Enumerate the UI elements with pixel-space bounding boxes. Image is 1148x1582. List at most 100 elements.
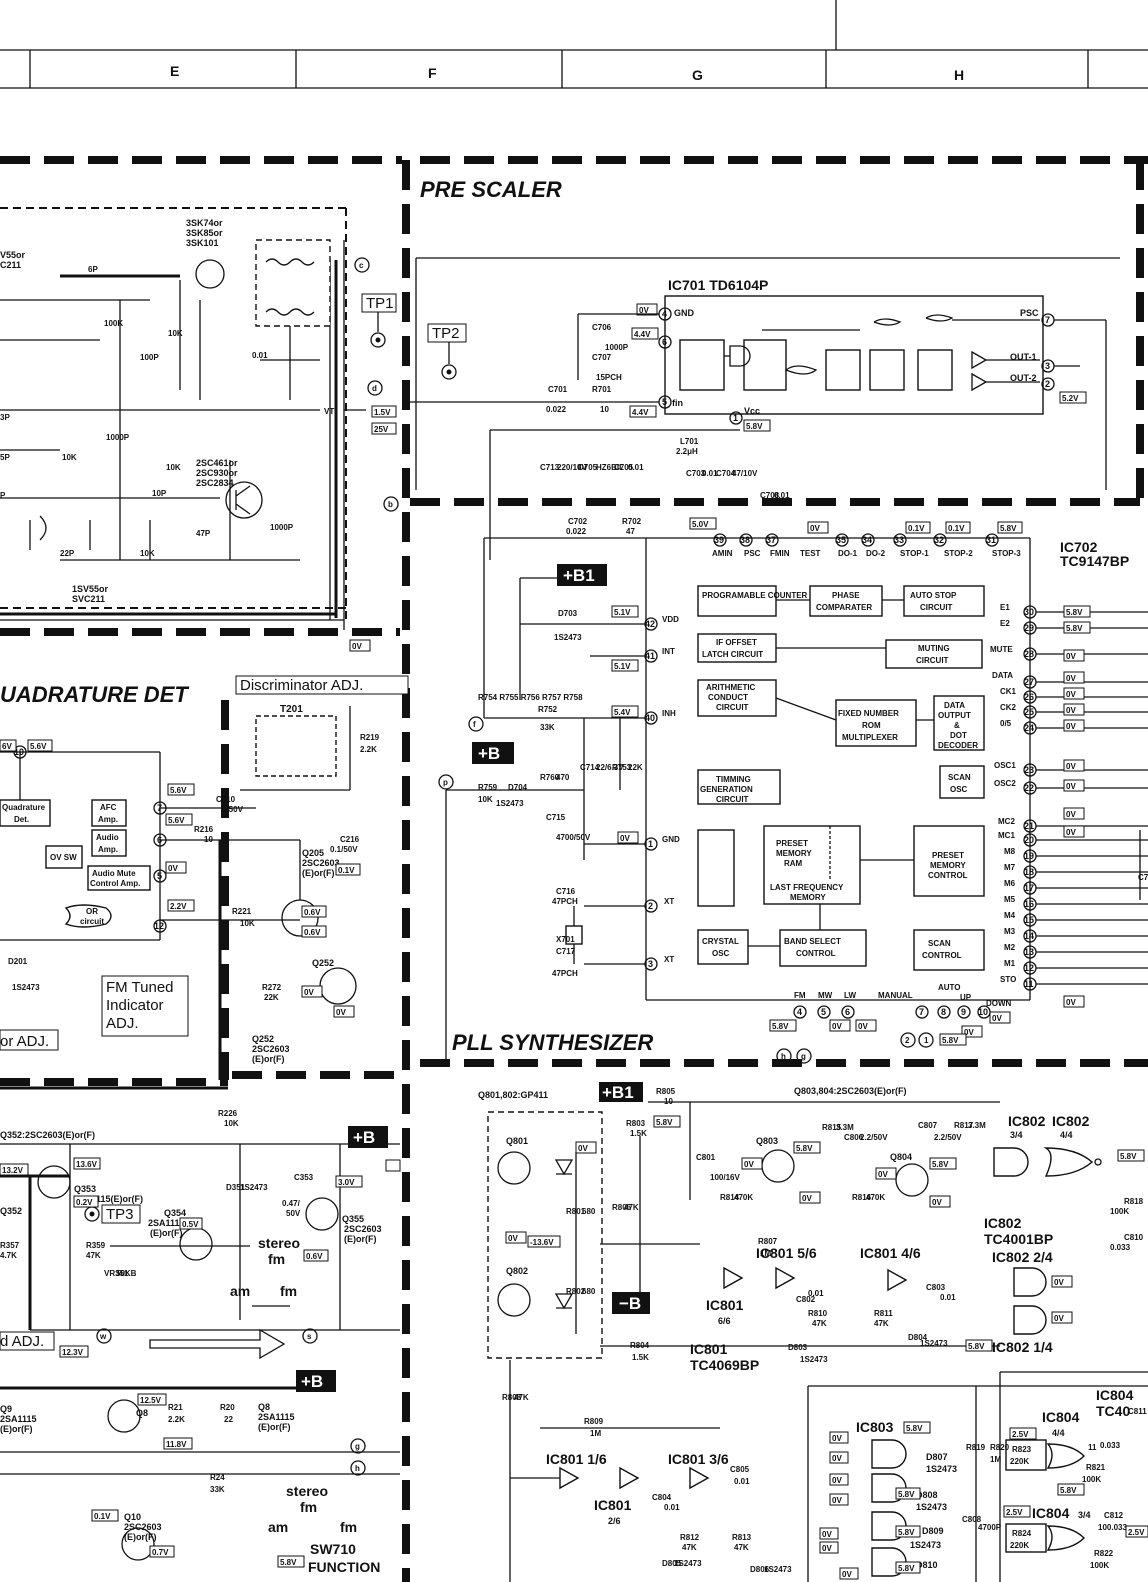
svg-text:13.6V: 13.6V — [76, 1160, 98, 1169]
svg-text:2.2μH: 2.2μH — [676, 447, 698, 456]
svg-text:0V: 0V — [620, 834, 630, 843]
svg-text:PRESET: PRESET — [932, 851, 964, 860]
svg-text:0V: 0V — [1066, 706, 1076, 715]
svg-text:MANUAL: MANUAL — [878, 991, 913, 1000]
svg-text:1.5K: 1.5K — [632, 1353, 649, 1362]
d201-label: D201 — [8, 957, 28, 966]
svg-text:Q8: Q8 — [136, 1408, 148, 1418]
svg-text:13: 13 — [1024, 947, 1034, 957]
svg-text:P: P — [0, 491, 6, 500]
svg-text:6: 6 — [157, 835, 162, 845]
svg-text:M6: M6 — [1004, 879, 1016, 888]
svg-text:0V: 0V — [832, 1454, 842, 1463]
svg-text:1: 1 — [733, 413, 738, 423]
ic701-prescaler: IC701 TD6104P 4 6 5 1 7 3 2 GND PSC OUT-… — [371, 257, 1120, 560]
svg-text:Control Amp.: Control Amp. — [90, 879, 140, 888]
quadrature-det: Discriminator ADJ. T201 10 7 6 5 12 Quad… — [0, 639, 409, 1080]
svg-text:Amp.: Amp. — [98, 815, 118, 824]
svg-text:M1: M1 — [1004, 959, 1016, 968]
svg-text:7: 7 — [919, 1007, 924, 1017]
svg-text:12.5V: 12.5V — [140, 1396, 162, 1405]
svg-text:(E)or(F): (E)or(F) — [124, 1532, 157, 1542]
svg-text:1S2473: 1S2473 — [800, 1355, 828, 1364]
svg-text:5.8V: 5.8V — [942, 1036, 959, 1045]
svg-text:DOWN: DOWN — [986, 999, 1012, 1008]
svg-text:g: g — [801, 1052, 806, 1061]
svg-text:2SC2603: 2SC2603 — [302, 858, 340, 868]
svg-text:R824: R824 — [1012, 1529, 1032, 1538]
svg-text:10K: 10K — [140, 549, 155, 558]
svg-text:47K: 47K — [734, 1543, 749, 1552]
ic801-36-label: IC801 3/6 — [668, 1451, 729, 1467]
svg-text:R803: R803 — [626, 1119, 646, 1128]
svg-text:10: 10 — [14, 747, 24, 757]
svg-text:47PCH: 47PCH — [552, 897, 578, 906]
svg-text:0V: 0V — [932, 1198, 942, 1207]
svg-text:0V: 0V — [1066, 690, 1076, 699]
svg-text:2.5V: 2.5V — [1006, 1508, 1023, 1517]
test-points: TP1 TP2 TP3 — [84, 293, 467, 1224]
svg-text:470K: 470K — [866, 1193, 885, 1202]
ic802-14-label: IC802 1/4 — [992, 1339, 1053, 1355]
svg-text:R812: R812 — [680, 1533, 700, 1542]
svg-text:Q252: Q252 — [312, 958, 334, 968]
svg-text:0.47/: 0.47/ — [282, 1199, 301, 1208]
svg-text:Q353: Q353 — [74, 1184, 96, 1194]
svg-text:5.0V: 5.0V — [692, 520, 709, 529]
svg-text:47K: 47K — [682, 1543, 697, 1552]
svg-text:FIXED NUMBER: FIXED NUMBER — [838, 709, 899, 718]
svg-text:R808: R808 — [502, 1393, 522, 1402]
svg-text:R702: R702 — [622, 517, 642, 526]
t201-label: T201 — [280, 704, 303, 715]
svg-text:22K: 22K — [628, 763, 643, 772]
q801-802-label: Q801,802:GP411 — [478, 1090, 548, 1100]
svg-text:2.2K: 2.2K — [360, 745, 377, 754]
svg-text:MEMORY: MEMORY — [776, 849, 812, 858]
svg-text:COMPARATER: COMPARATER — [816, 603, 872, 612]
svg-text:7: 7 — [157, 803, 162, 813]
svg-text:5.8V: 5.8V — [1066, 608, 1083, 617]
svg-text:2: 2 — [1045, 379, 1050, 389]
svg-text:1S2473: 1S2473 — [554, 633, 582, 642]
svg-text:1S2473: 1S2473 — [926, 1464, 957, 1474]
svg-text:10K: 10K — [168, 329, 183, 338]
svg-text:5.8V: 5.8V — [796, 1144, 813, 1153]
svg-text:4.7K: 4.7K — [0, 1251, 17, 1260]
svg-text:DATA: DATA — [944, 701, 965, 710]
svg-text:c: c — [359, 261, 364, 270]
svg-text:16: 16 — [1024, 899, 1034, 909]
svg-text:PSC: PSC — [744, 549, 761, 558]
svg-text:Q8: Q8 — [258, 1402, 270, 1412]
svg-text:10K: 10K — [478, 795, 493, 804]
svg-text:R226: R226 — [218, 1109, 238, 1118]
svg-text:8: 8 — [941, 1007, 946, 1017]
svg-text:5.8V: 5.8V — [1120, 1152, 1137, 1161]
svg-text:15: 15 — [1024, 915, 1034, 925]
svg-text:(E)or(F): (E)or(F) — [150, 1228, 183, 1238]
svg-text:AFC: AFC — [100, 803, 117, 812]
svg-text:d: d — [372, 384, 377, 393]
svg-text:2.2V: 2.2V — [170, 902, 187, 911]
svg-text:IC801: IC801 — [594, 1497, 632, 1513]
ic701-pin-out1: OUT-1 — [1010, 352, 1037, 362]
svg-text:TC4069BP: TC4069BP — [690, 1357, 759, 1373]
svg-text:0V: 0V — [352, 642, 362, 651]
svg-text:FM Tuned: FM Tuned — [106, 979, 174, 996]
svg-text:MULTIPLEXER: MULTIPLEXER — [842, 733, 898, 742]
svg-text:0V: 0V — [832, 1476, 842, 1485]
svg-text:1S2473: 1S2473 — [674, 1559, 702, 1568]
svg-text:MW: MW — [818, 991, 833, 1000]
svg-text:Q352: Q352 — [0, 1206, 22, 1216]
svg-text:5.8V: 5.8V — [746, 422, 763, 431]
svg-text:OV SW: OV SW — [50, 853, 77, 862]
svg-text:2SC2603: 2SC2603 — [344, 1224, 382, 1234]
svg-text:IC801: IC801 — [690, 1341, 728, 1357]
svg-text:2.2/50V: 2.2/50V — [860, 1133, 888, 1142]
svg-text:C812: C812 — [1104, 1511, 1124, 1520]
svg-text:C701: C701 — [548, 385, 568, 394]
svg-text:3.3M: 3.3M — [968, 1121, 986, 1130]
svg-text:fm: fm — [300, 1499, 317, 1515]
svg-text:ROM: ROM — [862, 721, 881, 730]
svg-text:MUTE: MUTE — [990, 645, 1013, 654]
